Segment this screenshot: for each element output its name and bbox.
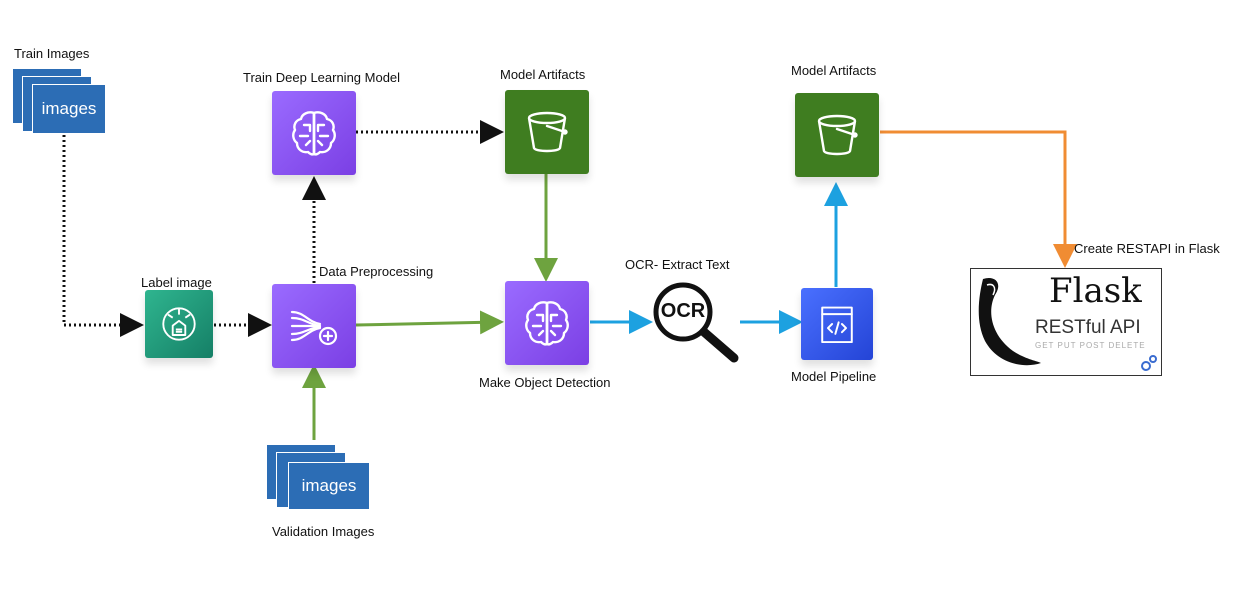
flask-subtitle: RESTful API: [1035, 317, 1141, 338]
ocr-text: OCR: [660, 300, 706, 322]
flask-restful-card: Flask RESTful API GET PUT POST DELETE: [970, 268, 1162, 376]
train-model-node: [272, 91, 356, 175]
data-preprocessing-node: [272, 284, 356, 368]
flask-title: Flask: [1049, 271, 1142, 311]
model-pipeline-node: [801, 288, 873, 360]
bucket-icon: [527, 111, 568, 153]
artifacts-2-node: [795, 93, 879, 177]
label-image-node: [145, 290, 213, 358]
ocr-label: OCR- Extract Text: [625, 257, 730, 272]
artifacts-1-label: Model Artifacts: [500, 67, 586, 82]
preprocessing-icon: [290, 310, 338, 346]
object-detection-label: Make Object Detection: [479, 375, 611, 390]
train-images-stack: images: [0, 0, 120, 140]
artifacts-1-node: [505, 90, 589, 174]
flask-horn-icon: [978, 277, 1041, 366]
data-preprocessing-label: Data Preprocessing: [319, 264, 434, 279]
arrow-preprocess-to-detection: [355, 310, 504, 335]
validation-images-stack: images: [260, 440, 380, 520]
image-sheet-front: images: [288, 462, 370, 510]
train-images-label: Train Images: [14, 46, 90, 61]
model-pipeline-label: Model Pipeline: [791, 369, 877, 384]
bucket-icon: [817, 114, 858, 156]
create-restapi-label: Create RESTAPI in Flask: [1074, 241, 1220, 256]
brain-icon: [525, 301, 569, 346]
brain-icon: [292, 111, 336, 156]
flask-methods: GET PUT POST DELETE: [1035, 341, 1146, 350]
validation-images-label: Validation Images: [272, 524, 375, 539]
object-detection-node: [505, 281, 589, 365]
magnifier-icon: [653, 282, 739, 363]
arrow-artifacts-to-flask: [880, 130, 1077, 268]
label-image-label: Label image: [141, 275, 212, 290]
image-sheet-front: images: [32, 84, 106, 134]
arrow-train-to-label: [62, 135, 144, 337]
label-icon: [162, 307, 196, 341]
gears-icon: [1141, 355, 1157, 371]
artifacts-2-label: Model Artifacts: [791, 63, 877, 78]
code-icon: [821, 306, 853, 344]
train-model-label: Train Deep Learning Model: [243, 70, 401, 85]
